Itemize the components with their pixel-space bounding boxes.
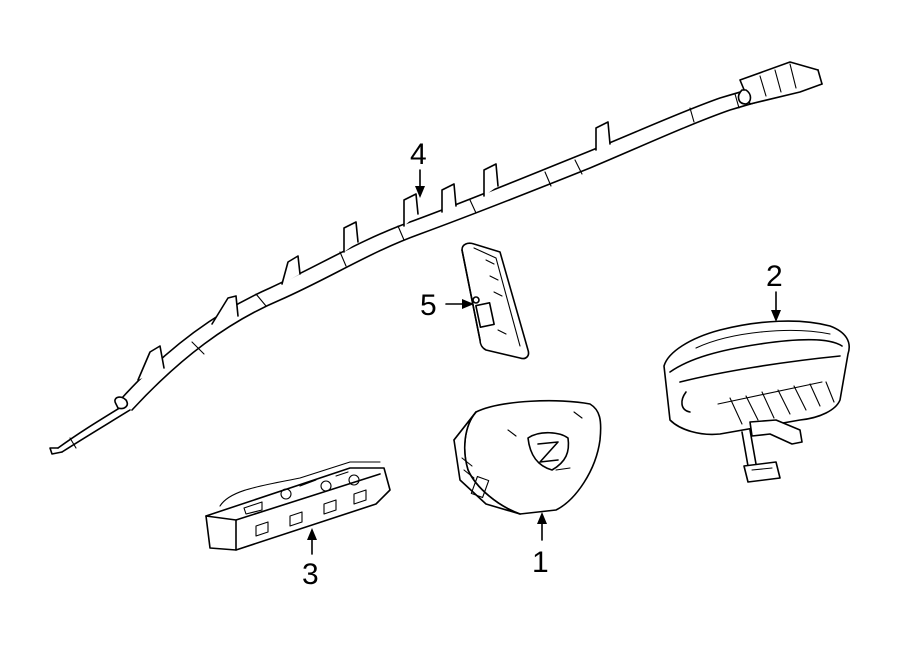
knee-airbag-part-3[interactable] (205, 461, 391, 551)
seat-airbag-part-5[interactable] (461, 242, 530, 360)
callout-2-label: 2 (766, 260, 783, 293)
passenger-airbag-part-2[interactable] (663, 320, 850, 483)
callout-4-label: 4 (410, 138, 427, 171)
callout-2: 2 (766, 260, 783, 322)
callout-3: 3 (302, 528, 319, 591)
callout-1: 1 (532, 512, 549, 579)
callout-5: 5 (420, 289, 474, 322)
callout-5-label: 5 (420, 289, 437, 322)
curtain-airbag-part-4[interactable] (49, 61, 823, 455)
callout-4: 4 (410, 138, 427, 198)
steering-wheel-airbag-part-1[interactable] (453, 399, 602, 515)
callout-3-label: 3 (302, 558, 319, 591)
callout-1-label: 1 (532, 546, 549, 579)
